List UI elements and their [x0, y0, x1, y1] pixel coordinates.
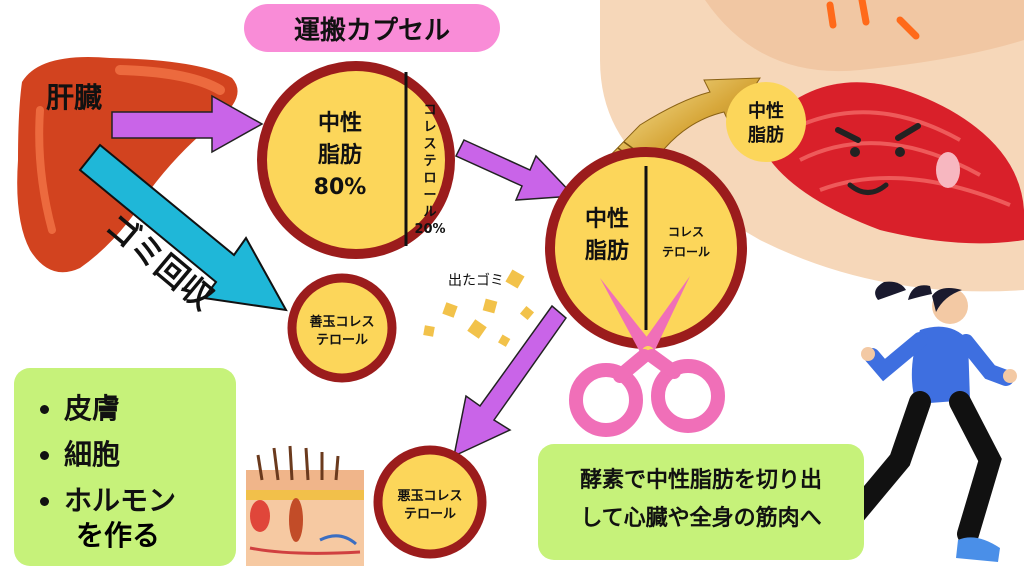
- good-cholesterol-circle: [287, 273, 397, 383]
- second-capsule-chol-line2: テロール: [661, 245, 710, 259]
- arm-shade: [705, 0, 1024, 72]
- main-capsule-chol-percent: 20%: [414, 222, 446, 237]
- enzyme-text-line2: して心臓や全身の筋肉へ: [580, 506, 822, 531]
- effort-marks: [826, 0, 920, 40]
- scissors-icon: [569, 276, 725, 437]
- good-cholesterol-label: 善玉コレス テロール: [296, 314, 388, 350]
- second-capsule-tg: 中性 脂肪: [572, 204, 642, 268]
- bad-cholesterol-circle: [373, 445, 487, 559]
- bad-chol-line1: 悪玉コレス: [397, 489, 463, 504]
- muscle-tg-line1: 中性: [748, 101, 784, 122]
- chol-char: ロ: [423, 171, 437, 186]
- chol-char: レ: [423, 120, 437, 135]
- chol-char: ル: [423, 205, 437, 220]
- main-capsule: [257, 61, 455, 259]
- chol-char: コ: [423, 103, 437, 118]
- arrow-capsule-to-second: [454, 139, 576, 201]
- main-capsule-tg: 中性 脂肪 80%: [296, 108, 384, 204]
- second-capsule-chol: コレス テロール: [650, 222, 722, 262]
- muscle-tg-line2: 脂肪: [748, 125, 784, 146]
- runner-illustration: [834, 281, 1017, 562]
- main-capsule-chol: コ レ ス テ ロ ー ル 20%: [412, 102, 448, 238]
- uses-continuation: を作る: [76, 519, 161, 552]
- list-item: ホルモン: [64, 478, 236, 524]
- uses-list: 皮膚 細胞 ホルモン: [14, 386, 236, 524]
- chol-char: ー: [423, 188, 437, 203]
- arrow-to-bad-cholesterol: [452, 304, 568, 458]
- bad-chol-line2: テロール: [403, 507, 456, 522]
- enzyme-text: 酵素で中性脂肪を切り出 して心臓や全身の筋肉へ: [538, 444, 864, 538]
- chol-char: ス: [423, 137, 437, 152]
- list-item: 皮膚: [64, 386, 236, 432]
- enzyme-box: 酵素で中性脂肪を切り出 して心臓や全身の筋肉へ: [538, 444, 864, 560]
- title-pill: 運搬カプセル: [244, 4, 500, 52]
- skin-illustration: [246, 445, 364, 566]
- liver-label: 肝臓: [46, 81, 103, 114]
- second-capsule-tg-line2: 脂肪: [584, 239, 629, 264]
- main-capsule-tg-line1: 中性: [317, 111, 362, 136]
- bad-cholesterol-label: 悪玉コレス テロール: [384, 488, 476, 524]
- second-capsule-chol-line1: コレス: [667, 225, 704, 239]
- garbage-collect-arrow: [78, 143, 288, 312]
- second-capsule-tg-line1: 中性: [584, 207, 629, 232]
- main-capsule-tg-line2: 脂肪: [317, 143, 362, 168]
- liver-illustration: [17, 57, 238, 273]
- chol-char: テ: [423, 154, 437, 169]
- main-capsule-tg-percent: 80%: [313, 175, 367, 200]
- good-chol-line1: 善玉コレス: [309, 315, 375, 330]
- enzyme-text-line1: 酵素で中性脂肪を切り出: [579, 468, 822, 493]
- good-chol-line2: テロール: [315, 333, 368, 348]
- arrow-liver-to-capsule: [111, 94, 264, 154]
- muscle-tg-label: 中性 脂肪: [736, 100, 796, 148]
- list-item: 細胞: [64, 432, 236, 478]
- waste-label: 出たゴミ: [448, 273, 504, 289]
- muscle-illustration: [770, 82, 1024, 244]
- uses-box: 皮膚 細胞 ホルモン を作る: [14, 368, 236, 566]
- muscle-tg-circle: [726, 82, 806, 162]
- waste-particles: [423, 269, 535, 347]
